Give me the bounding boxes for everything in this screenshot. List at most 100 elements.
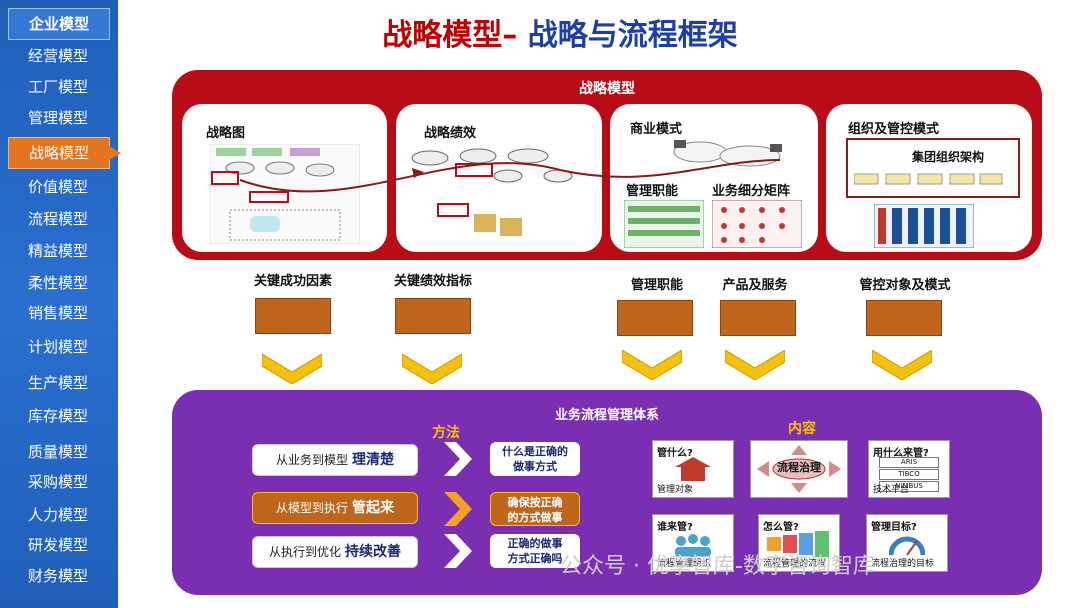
- method-row-3-pre: 从执行到优化: [268, 545, 341, 559]
- strategy-band-title: 战略模型: [579, 81, 635, 97]
- content-card-what[interactable]: 管什么? 管理对象: [652, 440, 734, 498]
- chevron-down-icon: [262, 354, 322, 384]
- method-row-1[interactable]: 从业务到模型理清楚: [252, 444, 418, 476]
- content-card-platform-caption: 技术平台: [873, 485, 910, 495]
- sidebar-item-sales[interactable]: 销售模型: [27, 304, 88, 322]
- control-matrix-thumbnail: [874, 204, 974, 248]
- content-card-governance-caption: 流程治理: [777, 461, 821, 474]
- platform-tibco: TIBCO: [879, 469, 939, 480]
- method-row-2[interactable]: 从模型到执行管起来: [252, 492, 418, 524]
- sidebar-item-plan[interactable]: 计划模型: [27, 338, 88, 356]
- strategy-performance-thumbnail: [411, 148, 573, 236]
- content-card-how-caption: 流程管理的流程: [763, 559, 827, 569]
- page-title: 战略模型– 战略与流程框架: [330, 14, 790, 58]
- process-steps-icon: [767, 531, 829, 557]
- panel-strategy-map-label: 战略图: [206, 126, 246, 141]
- sidebar-item-hr[interactable]: 人力模型: [27, 506, 88, 524]
- method-result-2: 确保按正确的方式做事: [490, 492, 580, 526]
- method-row-2-bold: 管起来: [352, 500, 394, 516]
- method-row-1-pre: 从业务到模型: [275, 453, 348, 467]
- flow-connector: [239, 159, 781, 193]
- arrow-box-csf: [255, 298, 331, 334]
- sidebar-item-production[interactable]: 生产模型: [27, 374, 88, 392]
- sidebar: 企业模型 经营模型 工厂模型 管理模型 战略模型 价值模型 流程模型 精益模型 …: [0, 0, 121, 608]
- arrow-box-mgmt: [617, 300, 693, 336]
- chevron-down-icon: [872, 350, 932, 380]
- method-result-2-line2: 的方式做事: [507, 511, 563, 524]
- chevron-down-icon: [725, 350, 785, 380]
- method-result-1: 什么是正确的做事方式: [490, 442, 580, 476]
- chevron-down-icon: [622, 350, 682, 380]
- panel-mgmt-function-label: 管理职能: [626, 184, 679, 199]
- method-result-3-line1: 正确的做事: [507, 537, 563, 550]
- chevron-down-icon: [402, 354, 462, 384]
- sidebar-item-process[interactable]: 流程模型: [27, 210, 88, 228]
- method-result-3-line2: 方式正确吗: [507, 552, 563, 565]
- strategy-map-thumbnail: [210, 144, 360, 244]
- link-label-kpi: 关键绩效指标: [393, 274, 472, 289]
- sidebar-item-factory[interactable]: 工厂模型: [27, 78, 88, 96]
- panel-business-model[interactable]: 商业模式 管理职能 业务细分矩阵: [610, 104, 818, 252]
- sidebar-item-inventory[interactable]: 库存模型: [27, 407, 88, 425]
- sidebar-item-lean[interactable]: 精益模型: [27, 242, 88, 260]
- method-result-1-line2: 做事方式: [513, 460, 557, 473]
- sidebar-item-strategy[interactable]: 战略模型: [8, 137, 121, 169]
- content-card-who-caption: 流程管理组织: [657, 559, 712, 569]
- panel-strategy-performance[interactable]: 战略绩效: [396, 104, 602, 252]
- content-card-who[interactable]: 谁来管? 流程管理组织: [652, 514, 734, 572]
- gauge-icon: [889, 536, 925, 556]
- panel-strategy-map[interactable]: 战略图: [182, 104, 387, 252]
- sidebar-item-value[interactable]: 价值模型: [27, 178, 88, 196]
- method-row-1-bold: 理清楚: [352, 452, 394, 468]
- panel-org-control[interactable]: 组织及管控模式 集团组织架构: [826, 104, 1032, 252]
- content-card-how-title: 怎么管?: [763, 522, 799, 533]
- method-result-1-line1: 什么是正确的: [502, 445, 568, 458]
- platform-nimbus: NIMBUS: [879, 481, 939, 492]
- method-row-3[interactable]: 从执行到优化持续改善: [252, 536, 418, 568]
- panel-org-control-label: 组织及管控模式: [848, 122, 940, 137]
- platform-aris: ARIS: [879, 457, 939, 468]
- org-chart-icon: [854, 173, 1003, 185]
- method-row-2-pre: 从模型到执行: [275, 501, 348, 515]
- content-card-what-title: 管什么?: [657, 448, 693, 459]
- sidebar-item-enterprise[interactable]: 企业模型: [8, 8, 110, 40]
- content-section-label: 内容: [788, 421, 816, 437]
- sidebar-item-finance[interactable]: 财务模型: [27, 567, 88, 585]
- arrow-box-kpi: [395, 298, 471, 334]
- arrow-box-control: [866, 300, 942, 336]
- content-card-platform[interactable]: 用什么来管? ARIS TIBCO NIMBUS 技术平台: [868, 440, 950, 498]
- panel-segment-matrix-label: 业务细分矩阵: [712, 184, 791, 199]
- content-card-how[interactable]: 怎么管? 流程管理的流程: [758, 514, 840, 572]
- mgmt-function-thumbnail: [624, 200, 704, 248]
- panel-strategy-performance-label: 战略绩效: [424, 126, 477, 141]
- governance-hub-icon: [757, 445, 841, 493]
- content-card-platform-title: 用什么来管?: [873, 448, 929, 459]
- link-label-mgmt-function: 管理职能: [630, 278, 683, 293]
- link-label-control-object: 管控对象及模式: [859, 278, 951, 293]
- sidebar-item-flexible[interactable]: 柔性模型: [27, 274, 88, 292]
- group-org-label: 集团组织架构: [912, 150, 985, 164]
- sidebar-item-operation[interactable]: 经营模型: [27, 47, 88, 65]
- method-result-2-line1: 确保按正确: [507, 496, 563, 509]
- method-section-label: 方法: [432, 425, 460, 441]
- chevron-right-icon: [444, 442, 472, 476]
- content-card-who-title: 谁来管?: [657, 522, 693, 533]
- chevron-right-icon: [444, 492, 472, 526]
- arrow-box-products: [720, 300, 796, 336]
- segment-matrix-thumbnail: [712, 200, 802, 248]
- chevron-right-icon: [444, 534, 472, 568]
- content-card-what-caption: 管理对象: [657, 485, 694, 495]
- sidebar-item-rnd[interactable]: 研发模型: [27, 536, 88, 554]
- sidebar-item-quality[interactable]: 质量模型: [27, 443, 88, 461]
- link-label-csf: 关键成功因素: [253, 274, 332, 289]
- content-card-goal[interactable]: 管理目标? 流程治理的目标: [866, 514, 948, 572]
- content-card-goal-title: 管理目标?: [871, 522, 917, 533]
- sidebar-item-purchase[interactable]: 采购模型: [27, 473, 88, 491]
- content-card-governance[interactable]: 流程治理: [750, 440, 848, 498]
- house-icon: [675, 457, 711, 481]
- panel-business-model-label: 商业模式: [630, 122, 683, 137]
- method-result-3: 正确的做事方式正确吗: [490, 534, 580, 568]
- watermark: 公众号 · 优享智库-数字咨询智库: [560, 554, 875, 579]
- link-label-products: 产品及服务: [722, 278, 788, 293]
- sidebar-item-management[interactable]: 管理模型: [27, 109, 88, 127]
